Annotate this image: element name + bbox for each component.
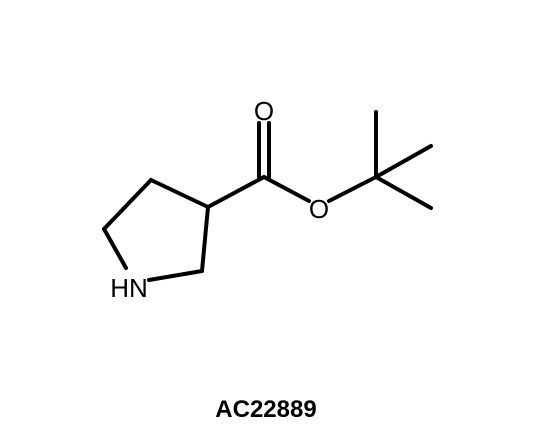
bond-c3-to-c4 (149, 178, 210, 209)
bond-c5-to-n (102, 227, 128, 270)
bond-c2-to-c3 (200, 205, 210, 273)
bond-ester-oxygen-to-quaternary-carbon (327, 175, 378, 203)
bond-n-to-c2 (147, 269, 204, 282)
bond-c3-to-carbonyl-carbon (206, 175, 266, 209)
pyrrolidine-ring (102, 178, 210, 282)
bond-carbonyl-carbon-to-ester-oxygen (262, 175, 311, 203)
ring-nitrogen-label: HN (110, 273, 148, 303)
bond-tbu-methyl-lower-right (374, 175, 433, 210)
bond-tbu-methyl-upper-right (374, 144, 433, 179)
ester-oxygen-label: O (309, 194, 329, 224)
ester-group (206, 121, 378, 209)
tert-butyl-group (374, 110, 433, 210)
bond-c4-to-c5 (102, 178, 153, 231)
compound-id-label: AC22889 (215, 396, 316, 423)
carbonyl-oxygen-label: O (254, 96, 274, 126)
